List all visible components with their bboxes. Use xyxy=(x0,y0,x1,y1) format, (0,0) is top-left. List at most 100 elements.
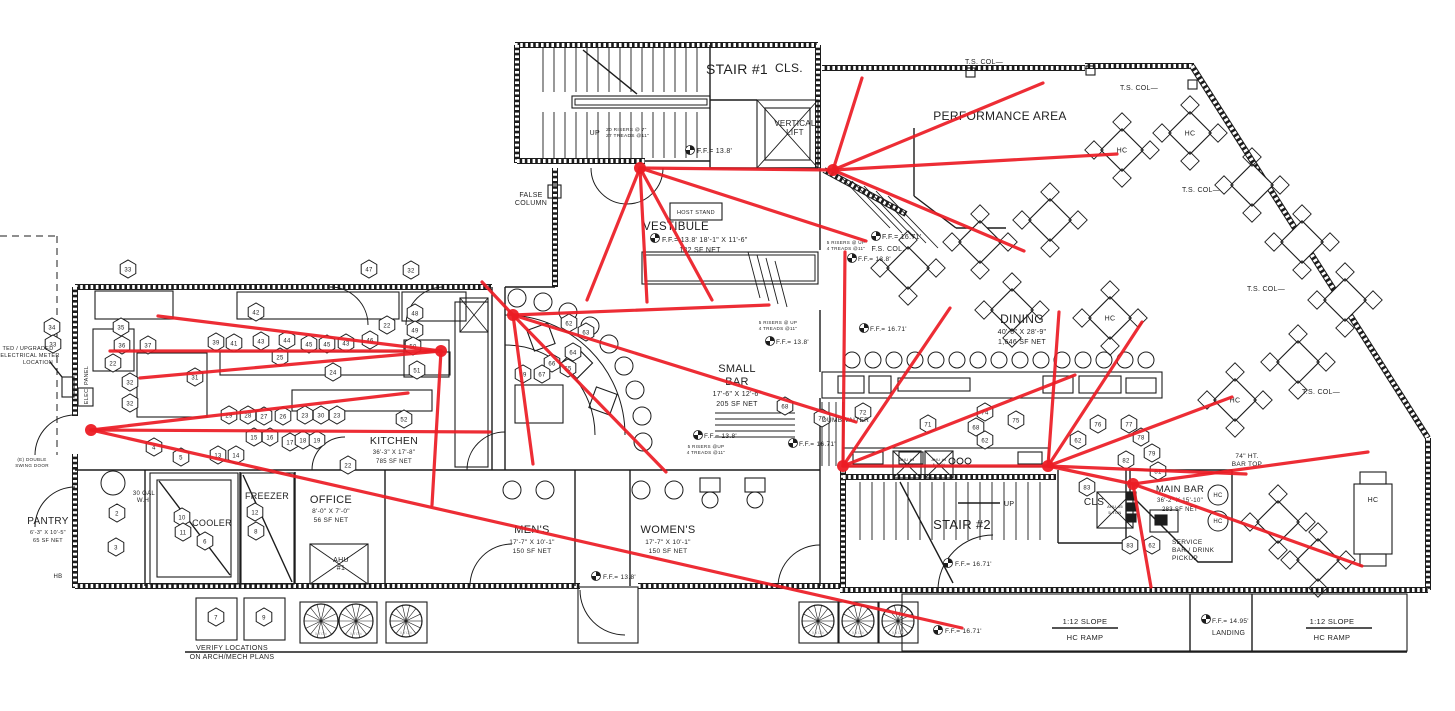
stool-circle xyxy=(632,406,652,426)
table-top xyxy=(1028,198,1072,242)
plan-text: 27 TREADS @11" xyxy=(606,133,649,139)
ff-elevation-marker xyxy=(650,233,660,243)
door-swing-arc xyxy=(405,286,445,326)
equipment-tag-number: 64 xyxy=(569,350,577,356)
plan-text: SERVICE xyxy=(1172,539,1203,546)
fixture-rect xyxy=(514,384,564,424)
fixture-rect xyxy=(94,290,174,320)
fan-spoke xyxy=(320,620,337,629)
equipment-tag-hex xyxy=(1089,414,1107,434)
equipment-tag-number: 18 xyxy=(299,438,307,444)
fan-spoke xyxy=(340,620,357,629)
chair xyxy=(1214,175,1234,195)
chair xyxy=(1242,203,1262,223)
plan-text: LANDING xyxy=(1212,630,1245,637)
equipment-tag-number: 82 xyxy=(1122,458,1130,464)
fan-spoke xyxy=(310,607,322,622)
chair xyxy=(1012,210,1032,230)
plan-text: 150 SF NET xyxy=(649,548,688,555)
fixture-rect xyxy=(764,107,811,161)
table-top xyxy=(958,220,1002,264)
equipment-tag-hex xyxy=(1121,535,1139,555)
ff-quad xyxy=(765,341,770,346)
dining-table xyxy=(1307,262,1383,338)
fan-spoke xyxy=(847,608,859,622)
equipment-tag-number: 12 xyxy=(251,510,259,516)
fixture-rect xyxy=(852,451,884,465)
fixture-rect xyxy=(897,377,971,392)
plan-text: UP xyxy=(590,130,600,137)
fan-spoke xyxy=(320,607,332,622)
fan-spoke xyxy=(395,620,407,634)
equipment-tag-number: 14 xyxy=(232,453,240,459)
plan-text: UP xyxy=(1004,501,1014,508)
chair xyxy=(898,286,918,306)
plan-text: PERFORMANCE AREA xyxy=(933,109,1067,123)
equipment-tag-hex xyxy=(278,330,296,350)
fan-spoke xyxy=(817,605,822,622)
equipment-tag-number: 83 xyxy=(1126,543,1134,549)
equipment-tag-number: 70 xyxy=(818,416,826,422)
fan-spoke xyxy=(857,620,869,634)
chair xyxy=(1068,210,1088,230)
door-swing-arc xyxy=(329,286,369,326)
hc-symbol-label: HC xyxy=(1213,493,1223,499)
fan-spoke xyxy=(887,620,899,634)
fixture-rect xyxy=(459,297,489,333)
equipment-tag-number: 62 xyxy=(565,321,573,327)
plan-text: 205 SF NET xyxy=(716,401,758,408)
dining-table xyxy=(1214,147,1290,223)
ff-quad xyxy=(847,258,852,263)
plan-text: VERIFY LOCATIONS xyxy=(196,645,268,652)
equipment-tag-number: 42 xyxy=(252,310,260,316)
fan-spoke xyxy=(894,620,899,637)
interior-wall xyxy=(158,480,231,576)
equipment-tag-number: 76 xyxy=(1094,422,1102,428)
plan-text: 1,646 SF NET xyxy=(998,339,1046,346)
fixture-rect xyxy=(821,371,1163,399)
stool-circle xyxy=(625,380,645,400)
stool-circle xyxy=(927,351,945,369)
fixture-rect xyxy=(1359,471,1387,485)
plan-text: T.S. COL— xyxy=(965,59,1003,66)
fan-spoke xyxy=(817,608,829,622)
stool-circle xyxy=(631,480,651,500)
equipment-tag-hex xyxy=(119,259,137,279)
annotation-line xyxy=(511,313,535,466)
fixture-rect xyxy=(149,472,239,585)
fixture-rect xyxy=(577,586,639,644)
annotation-line xyxy=(831,168,1026,253)
equipment-tag-number: 48 xyxy=(411,311,419,317)
plan-text: 5 RISERS @ UP xyxy=(827,240,865,245)
plan-text: AHU #3 xyxy=(899,458,914,462)
dining-table xyxy=(1260,324,1336,400)
equipment-tag-hex xyxy=(408,360,426,380)
equipment-tag-hex xyxy=(854,402,872,422)
equipment-tag-hex xyxy=(378,315,396,335)
equipment-tag-number: 25 xyxy=(276,355,284,361)
interior-wall xyxy=(899,481,954,584)
fan-spoke xyxy=(351,604,357,622)
equipment-tag-number: 52 xyxy=(400,417,408,423)
equipment-tag-number: 69 xyxy=(519,372,527,378)
ff-quad xyxy=(693,435,698,440)
equipment-tag-number: 29 xyxy=(225,413,233,419)
plan-text: VERTICAL xyxy=(774,119,816,128)
annotation-line xyxy=(1046,320,1144,468)
annotation-dot xyxy=(507,309,519,321)
equipment-tag-number: 6 xyxy=(203,539,207,545)
fan-spoke xyxy=(843,620,859,629)
plan-text: AHU xyxy=(333,557,349,564)
plan-text: 17'-7" X 10'-1" xyxy=(509,539,555,546)
stair-tread xyxy=(756,254,770,302)
dining-table xyxy=(974,272,1050,348)
equipment-tag-hex xyxy=(1078,477,1096,497)
equipment-tag-hex xyxy=(361,330,379,350)
door-swing-arc xyxy=(504,314,626,436)
equipment-tag-hex xyxy=(402,260,420,280)
ff-quad xyxy=(852,253,857,258)
annotation-line xyxy=(1131,482,1364,568)
fixture-rect xyxy=(878,601,919,644)
fan-spoke xyxy=(355,613,372,622)
fixture-rect xyxy=(61,376,75,398)
